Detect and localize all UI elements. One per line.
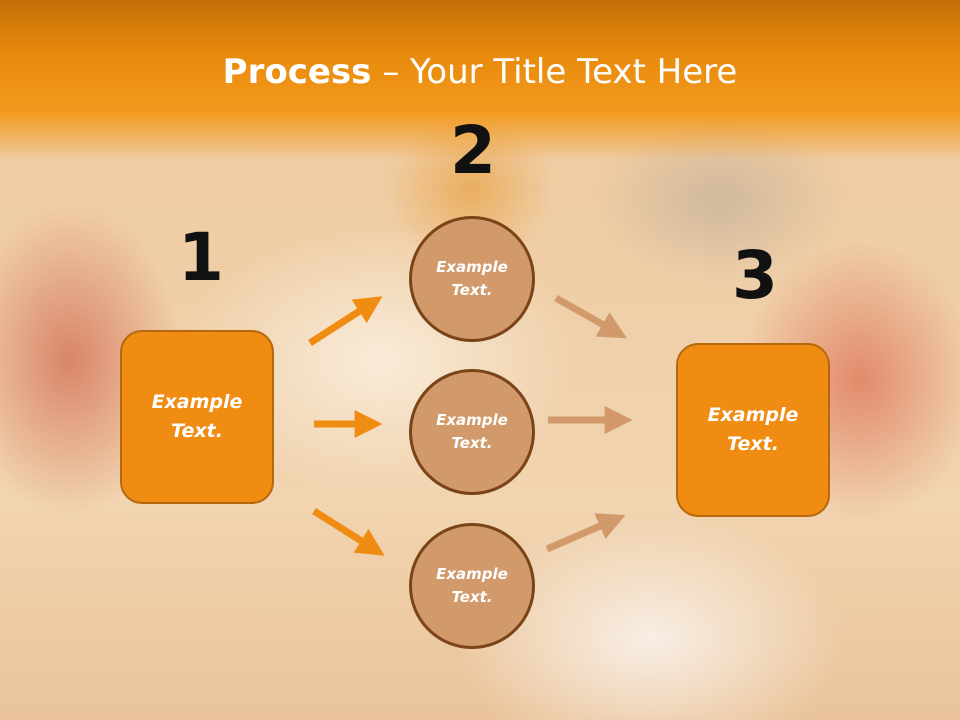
left-process-box[interactable]: Example Text. bbox=[120, 330, 274, 504]
circle-middle[interactable]: Example Text. bbox=[409, 369, 535, 495]
slide-title[interactable]: Process – Your Title Text Here bbox=[0, 52, 960, 92]
arrow-left-to-bottom bbox=[312, 508, 385, 556]
arrow-bottom-to-right bbox=[545, 513, 626, 553]
title-bold: Process bbox=[222, 52, 372, 92]
arrow-top-to-right bbox=[554, 294, 627, 339]
title-rest: Your Title Text Here bbox=[410, 52, 738, 92]
step-number-1: 1 bbox=[178, 219, 224, 296]
arrow-left-to-top bbox=[308, 296, 383, 346]
right-box-label: Example Text. bbox=[707, 404, 799, 455]
step-number-2: 2 bbox=[450, 112, 496, 189]
right-process-box[interactable]: Example Text. bbox=[676, 343, 830, 517]
circle-middle-label: Example Text. bbox=[436, 411, 508, 452]
title-dash: – bbox=[371, 52, 411, 92]
title-bar bbox=[0, 0, 960, 160]
circle-bottom-label: Example Text. bbox=[436, 565, 508, 606]
step-number-3: 3 bbox=[732, 237, 778, 314]
circle-top[interactable]: Example Text. bbox=[409, 216, 535, 342]
circle-top-label: Example Text. bbox=[436, 258, 508, 299]
circle-bottom[interactable]: Example Text. bbox=[409, 523, 535, 649]
left-box-label: Example Text. bbox=[151, 391, 243, 442]
